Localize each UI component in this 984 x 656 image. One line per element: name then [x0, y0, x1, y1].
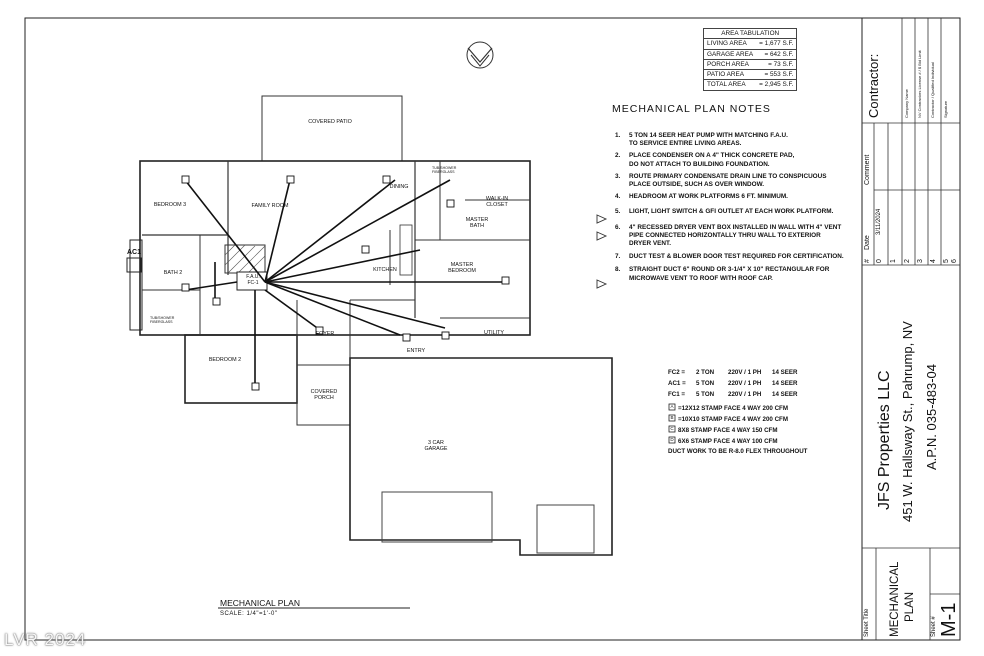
rev-num: 0 [876, 259, 883, 263]
table-row: GARAGE AREA= 642 S.F. [703, 49, 797, 60]
area-tabulation: AREA TABULATION LIVING AREA= 1,677 S.F. … [703, 28, 798, 91]
sheet-title-line2: PLAN [904, 591, 916, 622]
tub-label: TUB/SHOWER FIBERGLASS [150, 316, 175, 324]
company-name-label: Company Name [904, 89, 909, 118]
table-row: TOTAL AREA= 2,945 S.F. [703, 79, 797, 91]
watermark: LVR 2024 [4, 630, 87, 649]
sheet-number: M-1 [938, 602, 960, 637]
room-bedroom-2: BEDROOM 2 [208, 357, 242, 363]
room-utility: UTILITY [483, 330, 505, 336]
room-bath-2: BATH 2 [163, 270, 183, 276]
register-row: =10X10 STAMP FACE 4 WAY 200 CFM [678, 416, 788, 423]
register-code: C [670, 426, 674, 431]
sheet-title-line1: MECHANICAL [889, 561, 901, 637]
table-row: LIVING AREA= 1,677 S.F. [703, 38, 797, 50]
license-label: NV Contractors License # / $ Bid Limit [917, 50, 922, 118]
signature-label: Signature [943, 100, 948, 118]
register-legend: =12X12 STAMP FACE 4 WAY 200 CFM =10X10 S… [678, 403, 788, 447]
room-foyer: FOYER [315, 331, 335, 337]
note-item: 1.5 TON 14 SEER HEAT PUMP WITH MATCHING … [615, 132, 788, 148]
room-master-bath: MASTER BATH [465, 217, 489, 229]
room-master-bedroom: MASTER BEDROOM [448, 262, 476, 274]
room-entry: ENTRY [406, 348, 426, 354]
register-code: D [670, 437, 674, 442]
register-row: 8X8 STAMP FACE 4 WAY 150 CFM [678, 427, 778, 434]
rev-num: 4 [930, 259, 937, 263]
rev-header-date: Date [864, 235, 871, 250]
rev-header-comment: Comment [864, 154, 871, 185]
register-code: B [670, 415, 674, 420]
register-row: 6X6 STAMP FACE 4 WAY 100 CFM [678, 438, 778, 445]
note-item: 2.PLACE CONDENSER ON A 4" THICK CONCRETE… [615, 152, 795, 168]
table-row: PATIO AREA= 553 S.F. [703, 69, 797, 81]
plan-title: MECHANICAL PLAN [220, 598, 300, 608]
register-code: A [670, 404, 674, 409]
fau-label: F.A.U. FC-1 [246, 274, 260, 286]
ac1-label: AC1 [127, 249, 142, 256]
rev-num: 6 [951, 259, 958, 263]
room-walk-in-closet: WALK-IN CLOSET [485, 196, 509, 208]
north-arrow-icon [466, 41, 494, 69]
room-kitchen: KITCHEN [373, 267, 397, 273]
tub-label: TUB/SHOWER FIBERGLASS [432, 166, 457, 174]
rev-date: 3/11/2024 [876, 208, 882, 235]
room-garage: 3 CAR GARAGE [424, 440, 448, 452]
room-family-room: FAMILY ROOM [251, 203, 289, 209]
note-item: 3.ROUTE PRIMARY CONDENSATE DRAIN LINE TO… [615, 172, 827, 189]
plan-scale: SCALE: 1/4"=1'-0" [220, 611, 278, 617]
area-tabulation-title: AREA TABULATION [703, 28, 797, 40]
notes-title: MECHANICAL PLAN NOTES [612, 103, 771, 115]
note-item: 7.DUCT TEST & BLOWER DOOR TEST REQUIRED … [615, 253, 844, 261]
room-covered-patio: COVERED PATIO [308, 119, 352, 125]
sheet-title-label: Sheet Title [864, 608, 870, 637]
contractor-label: Contractor: [866, 53, 881, 118]
duct-note: DUCT WORK TO BE R-8.0 FLEX THROUGHOUT [668, 448, 808, 455]
note-item: 8.STRAIGHT DUCT 6" ROUND OR 3-1/4" X 10"… [615, 266, 830, 282]
rev-num: 3 [917, 259, 924, 263]
project-name: JFS Properties LLC [876, 370, 893, 510]
room-covered-porch: COVERED PORCH [310, 389, 338, 401]
table-row: PORCH AREA= 73 S.F. [703, 59, 797, 71]
rev-num: 5 [943, 259, 950, 263]
note-item: 6.4" RECESSED DRYER VENT BOX INSTALLED I… [615, 223, 842, 248]
notes-list: 1.5 TON 14 SEER HEAT PUMP WITH MATCHING … [615, 132, 855, 283]
note-item: 5.LIGHT, LIGHT SWITCH & GFI OUTLET AT EA… [615, 208, 834, 216]
project-apn: A.P.N. 035-483-04 [924, 364, 939, 470]
qualified-label: Contractor / Qualified Individual [930, 62, 935, 118]
note-item: 4.HEADROOM AT WORK PLATFORMS 6 FT. MINIM… [615, 193, 788, 201]
room-bedroom-3: BEDROOM 3 [153, 202, 187, 208]
sheet-num-label: Sheet # [931, 616, 937, 637]
rev-num: 1 [890, 259, 897, 263]
rev-header-num: # [864, 259, 871, 263]
project-address: 451 W. Hallsway St., Pahrump, NV [900, 321, 915, 522]
room-dining: DINING [389, 184, 409, 190]
register-row: =12X12 STAMP FACE 4 WAY 200 CFM [678, 405, 788, 412]
rev-num: 2 [904, 259, 911, 263]
